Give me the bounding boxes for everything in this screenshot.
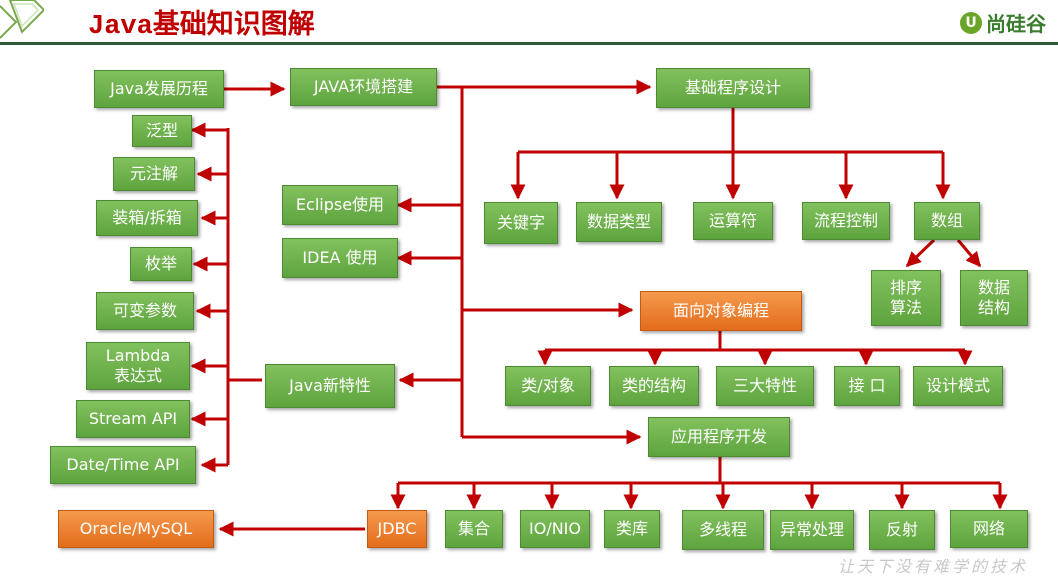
node-flow-control: 流程控制	[802, 202, 890, 240]
node-keyword: 关键字	[484, 202, 558, 244]
page-title: Java基础知识图解	[88, 12, 315, 42]
node-interface: 接 口	[834, 366, 900, 406]
node-eclipse: Eclipse使用	[282, 185, 398, 225]
corner-decoration	[0, 0, 44, 39]
node-network: 网络	[950, 510, 1028, 548]
node-io-nio: IO/NIO	[520, 510, 590, 548]
node-data-structure: 数据 结构	[960, 270, 1028, 326]
node-generics: 泛型	[132, 115, 192, 147]
node-oop: 面向对象编程	[640, 291, 802, 331]
logo-icon: U	[960, 11, 982, 34]
node-database: Oracle/MySQL	[58, 510, 214, 548]
node-varargs: 可变参数	[96, 292, 194, 330]
node-datetime-api: Date/Time API	[50, 446, 196, 484]
node-app-dev: 应用程序开发	[648, 417, 790, 457]
node-three-features: 三大特性	[716, 366, 814, 406]
node-boxing: 装箱/拆箱	[96, 200, 198, 236]
node-reflection: 反射	[869, 510, 935, 550]
node-idea: IDEA 使用	[282, 238, 398, 278]
node-java-env: JAVA环境搭建	[290, 68, 437, 106]
node-collection: 集合	[445, 510, 503, 548]
node-lambda: Lambda 表达式	[86, 342, 190, 390]
node-operator: 运算符	[693, 202, 773, 240]
node-class-structure: 类的结构	[609, 366, 699, 406]
node-exception: 异常处理	[770, 510, 854, 550]
node-enum: 枚举	[130, 247, 192, 281]
brand-logo: U 尚硅谷	[960, 8, 1046, 37]
node-stream-api: Stream API	[76, 400, 190, 438]
node-annotation: 元注解	[113, 157, 195, 191]
node-sort-algorithm: 排序 算法	[871, 270, 941, 326]
node-jdbc: JDBC	[367, 510, 427, 548]
slogan: 让天下没有难学的技术	[837, 557, 1028, 576]
node-class-object: 类/对象	[505, 366, 591, 406]
node-design-pattern: 设计模式	[913, 366, 1003, 406]
header-divider	[0, 42, 1058, 45]
logo-text: 尚硅谷	[986, 12, 1046, 36]
node-array: 数组	[914, 202, 980, 240]
node-basic-programming: 基础程序设计	[656, 68, 810, 108]
node-library: 类库	[604, 510, 660, 548]
node-datatype: 数据类型	[576, 202, 662, 242]
node-java-new-features: Java新特性	[265, 364, 395, 408]
node-multithread: 多线程	[682, 510, 764, 550]
node-java-history: Java发展历程	[94, 70, 224, 108]
